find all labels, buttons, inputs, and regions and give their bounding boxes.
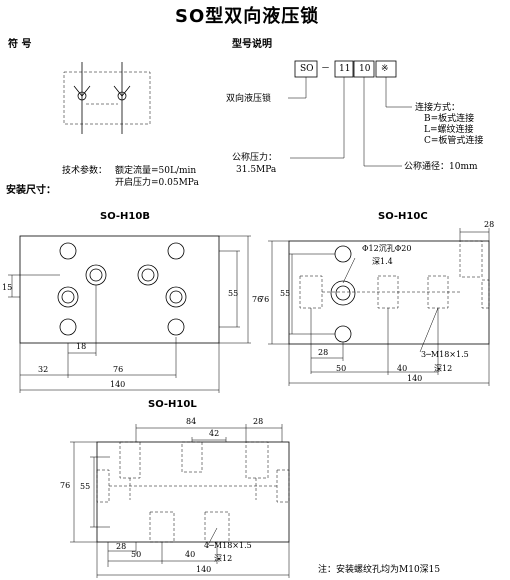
model-code-connection: ※ bbox=[381, 64, 389, 74]
model-heading: 型号说明 bbox=[232, 39, 272, 50]
h10c-note-depth: 深1.4 bbox=[372, 257, 393, 266]
pressure-value: 31.5MPa bbox=[236, 165, 277, 175]
model-code-dash: － bbox=[321, 64, 331, 74]
h10b-drawing bbox=[8, 235, 251, 393]
model-code-bore: 10 bbox=[359, 64, 371, 74]
h10b-dim-32: 32 bbox=[38, 365, 49, 374]
connection-b: B=板式连接 bbox=[424, 114, 475, 124]
h10b-dim-140: 140 bbox=[110, 380, 126, 389]
h10l-note-thread-depth: 深12 bbox=[214, 554, 233, 563]
h10l-dim-28: 28 bbox=[116, 542, 127, 551]
h10c-dim-76: 76 bbox=[259, 295, 270, 304]
h10l-dim-40: 40 bbox=[185, 550, 196, 559]
h10l-dim-42: 42 bbox=[209, 429, 220, 438]
h10c-drawing bbox=[268, 228, 490, 386]
h10c-dim-28top: 28 bbox=[484, 220, 495, 229]
h10c-note-thread: 3─M18×1.5 bbox=[421, 350, 469, 359]
h10b-dim-15: 15 bbox=[2, 283, 13, 292]
h10l-dim-140: 140 bbox=[196, 565, 212, 574]
hydraulic-lock-symbol bbox=[63, 62, 151, 134]
h10l-note-thread: 4─M18×1.5 bbox=[204, 541, 252, 550]
h10c-dim-50: 50 bbox=[336, 364, 347, 373]
symbol-heading: 符 号 bbox=[8, 39, 32, 50]
pressure-label: 公称压力： bbox=[232, 153, 278, 163]
bore-label: 公称通径：10mm bbox=[404, 162, 478, 172]
tech-flow: 额定流量=50L/min bbox=[115, 166, 197, 176]
model-code-series: SO bbox=[300, 64, 314, 74]
footnote: 注：安装螺纹孔均为M10深15 bbox=[318, 565, 441, 575]
connection-l: L=螺纹连接 bbox=[424, 125, 474, 135]
h10l-dim-55: 55 bbox=[80, 482, 91, 491]
h10l-dim-84: 84 bbox=[186, 417, 197, 426]
h10l-title: SO-H10L bbox=[148, 399, 197, 410]
h10c-note-counterbore: Φ12沉孔Φ20 bbox=[362, 244, 412, 253]
h10l-dim-76: 76 bbox=[60, 481, 71, 490]
h10l-drawing bbox=[70, 424, 290, 578]
h10c-note-thread-depth: 深12 bbox=[434, 364, 453, 373]
h10c-title: SO-H10C bbox=[378, 211, 428, 222]
model-code-pressure: 11 bbox=[339, 64, 351, 74]
h10b-dim-55: 55 bbox=[228, 289, 239, 298]
h10c-dim-140: 140 bbox=[407, 374, 423, 383]
h10b-dim-76: 76 bbox=[252, 295, 263, 304]
h10b-dim-76b: 76 bbox=[113, 365, 124, 374]
connection-c: C=板管式连接 bbox=[424, 136, 484, 146]
h10c-dim-55: 55 bbox=[280, 289, 291, 298]
model-name-label: 双向液压锁 bbox=[226, 94, 272, 104]
page-title: SO型双向液压锁 bbox=[175, 6, 320, 27]
h10b-title: SO-H10B bbox=[100, 211, 150, 222]
tech-label: 技术参数： bbox=[62, 166, 108, 176]
h10c-dim-28: 28 bbox=[318, 348, 329, 357]
h10c-dim-40: 40 bbox=[397, 364, 408, 373]
model-code-boxes bbox=[288, 60, 412, 167]
install-heading: 安装尺寸： bbox=[6, 185, 56, 196]
h10b-dim-18: 18 bbox=[76, 342, 87, 351]
tech-opening: 开启压力=0.05MPa bbox=[115, 178, 199, 188]
connection-title: 连接方式： bbox=[415, 103, 461, 113]
h10l-dim-50: 50 bbox=[131, 550, 142, 559]
h10l-dim-28top: 28 bbox=[253, 417, 264, 426]
